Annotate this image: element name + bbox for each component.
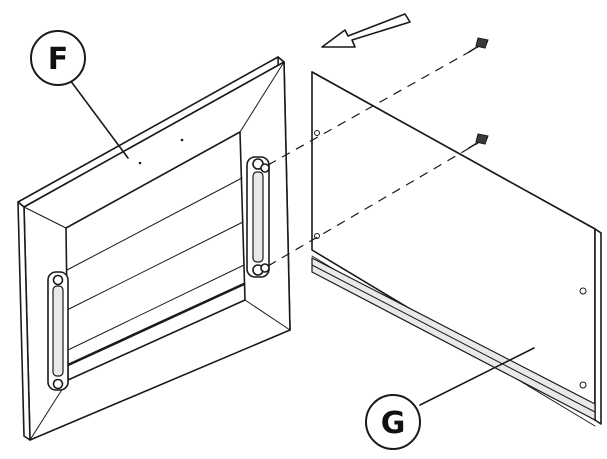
panel-g [311, 71, 602, 427]
screw-icon [468, 133, 489, 149]
hinge-right [246, 156, 270, 278]
panel-side-edge [594, 228, 602, 425]
align-line-bottom [267, 142, 479, 267]
callout-g-text: G [381, 406, 406, 441]
panel-face [311, 71, 596, 421]
callout-f-text: F [48, 42, 69, 77]
callout-f: F [30, 30, 129, 159]
align-line-top [267, 46, 479, 166]
hinge-left [47, 271, 69, 391]
screw-icon [468, 37, 489, 53]
frame-f [17, 56, 291, 441]
arrow-left-down-icon [321, 13, 411, 48]
callout-g: G [365, 347, 535, 450]
